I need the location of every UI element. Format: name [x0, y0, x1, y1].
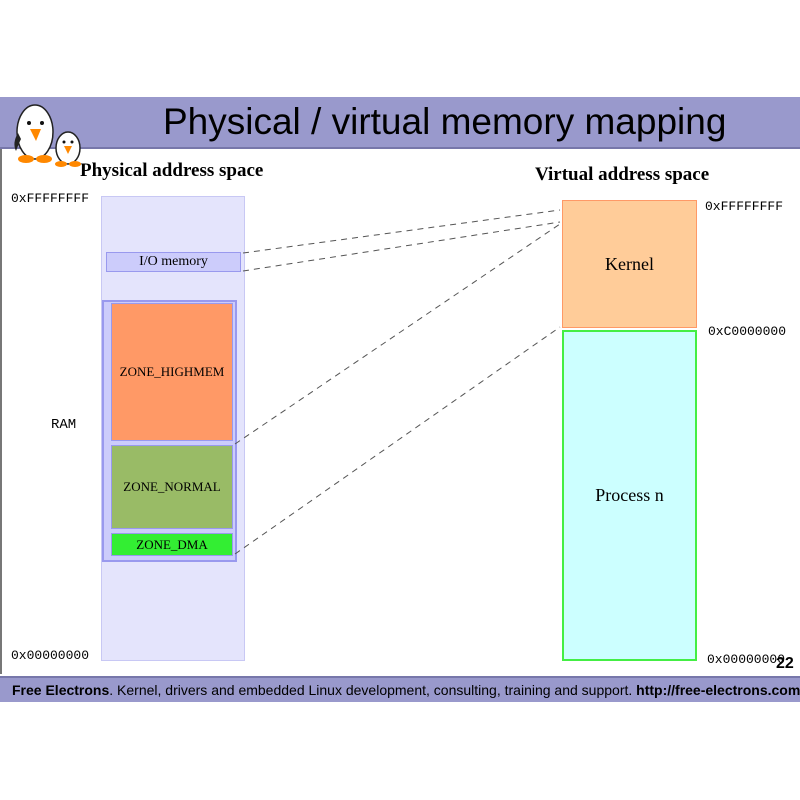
zone-dma: ZONE_DMA	[111, 533, 233, 556]
virtual-split-address: 0xC0000000	[708, 324, 787, 339]
io-memory-bottom-mapping-line	[242, 221, 561, 272]
io-memory-block: I/O memory	[106, 252, 241, 272]
slide: Physical / virtual memory mapping Physic…	[0, 97, 800, 703]
kernel-block: Kernel	[562, 200, 697, 328]
physical-heading: Physical address space	[80, 160, 264, 181]
virtual-bottom-address: 0x00000000	[707, 652, 786, 667]
physical-top-address: 0xFFFFFFFF	[11, 191, 90, 206]
io-memory-label: I/O memory	[139, 254, 208, 269]
zone-highmem-label: ZONE_HIGHMEM	[119, 364, 225, 379]
io-memory-top-mapping-line	[242, 209, 561, 254]
process-block: Process n	[562, 330, 697, 661]
footer-text: . Kernel, drivers and embedded Linux dev…	[109, 682, 637, 698]
ram-label: RAM	[51, 417, 77, 433]
zone-normal-mapping-line	[234, 223, 561, 445]
footer: Free Electrons. Kernel, drivers and embe…	[0, 676, 800, 702]
page-number: 22	[776, 655, 794, 672]
zone-highmem: ZONE_HIGHMEM	[111, 303, 233, 441]
virtual-top-address: 0xFFFFFFFF	[705, 199, 784, 214]
process-label: Process n	[595, 485, 664, 505]
footer-brand: Free Electrons	[12, 682, 110, 698]
zone-dma-label: ZONE_DMA	[136, 536, 208, 552]
physical-bottom-address: 0x00000000	[11, 648, 90, 663]
kernel-label: Kernel	[605, 253, 654, 274]
mapping-lines	[234, 209, 561, 555]
penguins-logo-icon	[14, 104, 81, 167]
zone-normal: ZONE_NORMAL	[111, 445, 233, 529]
zone-normal-label: ZONE_NORMAL	[123, 479, 221, 494]
virtual-heading: Virtual address space	[535, 164, 710, 185]
slide-title: Physical / virtual memory mapping	[163, 101, 727, 142]
footer-url-link[interactable]: http://free-electrons.com	[636, 682, 800, 698]
title-bar: Physical / virtual memory mapping	[0, 97, 800, 149]
slide-content: Physical address space 0xFFFFFFFF 0x0000…	[0, 149, 800, 674]
zone-dma-mapping-line	[234, 326, 561, 555]
